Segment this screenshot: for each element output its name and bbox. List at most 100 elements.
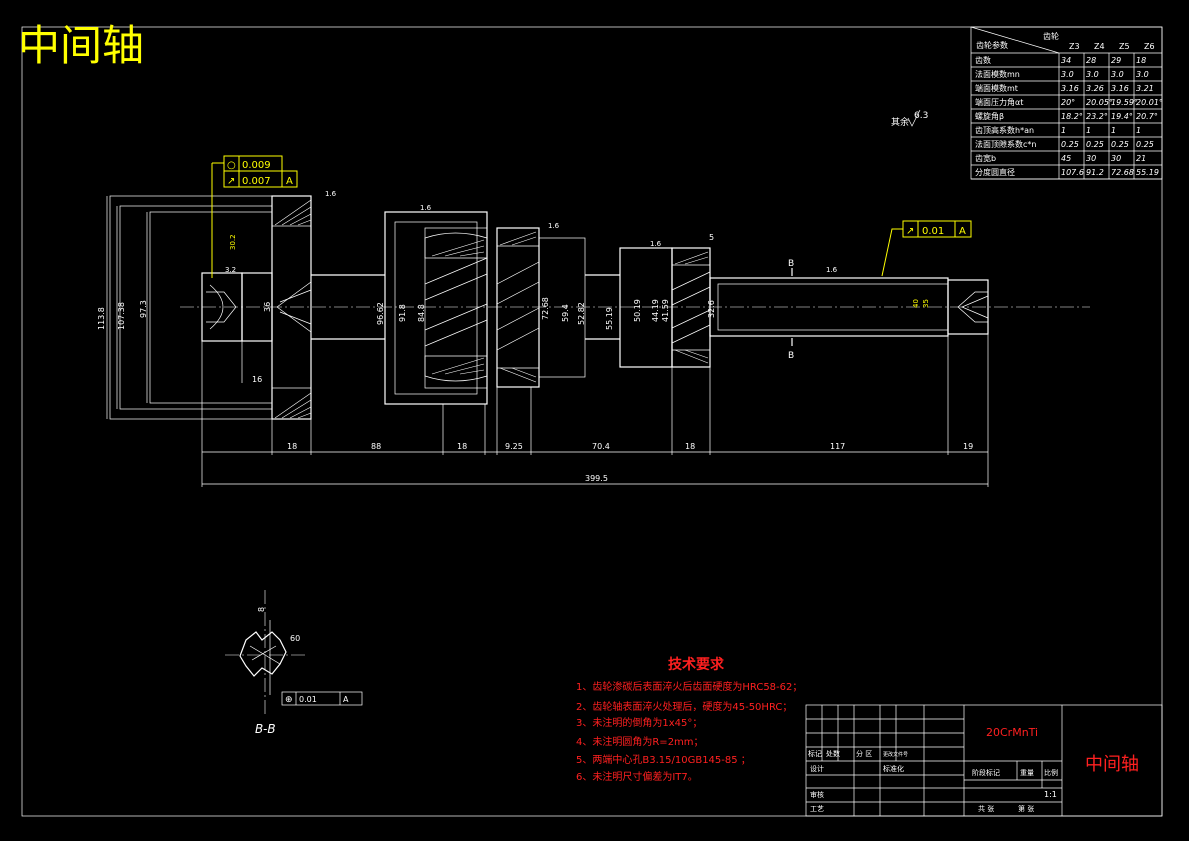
- tb-label-4: 更改文件号: [883, 751, 908, 758]
- table-cell: 20.01°: [1136, 98, 1163, 107]
- table-cell: 20.7°: [1136, 112, 1158, 121]
- tb-label-3: 分 区: [856, 749, 872, 758]
- tol-value-1: 0.009: [242, 160, 271, 171]
- roughness-value: 6.3: [914, 111, 928, 121]
- dim-left-v-1: 30.2: [229, 234, 237, 250]
- dim-len-4: 9.25: [505, 442, 523, 451]
- tol-datum-2: A: [286, 176, 293, 187]
- table-cell: 107.6: [1061, 168, 1084, 177]
- dim-dia-3: 97.3: [139, 300, 148, 318]
- dim-misc-5: 1.6: [826, 266, 838, 274]
- dim-dia-12: 50.19: [633, 299, 642, 322]
- dim-misc-7: 16: [252, 375, 262, 384]
- section-tol-value: 0.01: [299, 695, 317, 704]
- tb-label-5: 设计: [810, 764, 824, 773]
- dim-dia-4: 36: [263, 302, 272, 312]
- table-cell: 72.68: [1111, 168, 1134, 177]
- table-cell: 3.26: [1086, 84, 1104, 93]
- table-cell: 3.0: [1111, 70, 1124, 79]
- tech-req-1: 1、齿轮渗碳后表面淬火后齿面硬度为HRC58-62；: [576, 680, 802, 693]
- table-cell: 3.0: [1086, 70, 1099, 79]
- table-cell: 20.05°: [1086, 98, 1113, 107]
- table-row-label: 分度圆直径: [975, 167, 1015, 177]
- section-tol-datum: A: [343, 695, 349, 704]
- dim-len-3: 18: [457, 442, 467, 451]
- tech-req-3: 3、未注明的倒角为1x45°；: [576, 716, 702, 729]
- tb-scale: 1:1: [1044, 790, 1057, 799]
- tb-label-8: 重量: [1020, 769, 1034, 777]
- table-cell: 18: [1136, 56, 1146, 65]
- shaft-main-view: B B 18 88 18 9.25 70.4 18 117: [97, 190, 1090, 487]
- tb-label-12: 共 张: [978, 804, 994, 813]
- section-dim-2: 60: [290, 634, 300, 643]
- table-cell: 45: [1061, 154, 1071, 163]
- table-cell: 0.25: [1086, 140, 1104, 149]
- dim-dia-8: 72.68: [541, 297, 550, 320]
- tol-value-2: 0.007: [242, 176, 271, 187]
- dim-len-7: 117: [830, 442, 845, 451]
- dim-len-6: 18: [685, 442, 695, 451]
- tb-label-7: 阶段标记: [972, 768, 1000, 777]
- tol-value-3: 0.01: [922, 226, 944, 237]
- table-header-main: 齿轮: [1043, 31, 1059, 41]
- table-row-label: 法面顶隙系数c*n: [975, 139, 1036, 149]
- section-mark-top: B: [788, 259, 794, 269]
- section-label: B-B: [255, 722, 276, 736]
- tech-req-2: 2、齿轮轴表面淬火处理后，硬度为45-50HRC；: [576, 700, 792, 713]
- table-row-label: 端面模数mt: [975, 83, 1018, 93]
- table-cell: 1: [1061, 126, 1066, 135]
- dim-len-5: 70.4: [592, 442, 610, 451]
- tol-datum-3: A: [959, 226, 966, 237]
- table-cell: 0.25: [1061, 140, 1079, 149]
- dim-misc-8: 3.2: [225, 266, 236, 274]
- table-cell: 3.21: [1136, 84, 1154, 93]
- tb-label-2: 处数: [826, 749, 840, 758]
- table-row-label: 端面压力角αt: [975, 97, 1023, 107]
- dim-dia-10: 52.82: [577, 302, 586, 325]
- tb-label-10: 审核: [810, 790, 824, 799]
- dim-dia-13: 44.19: [651, 299, 660, 322]
- table-row-label: 齿宽b: [975, 153, 996, 163]
- col-z4: Z4: [1094, 42, 1105, 51]
- dim-len-1: 18: [287, 442, 297, 451]
- dim-dia-15: 32.6: [707, 300, 716, 318]
- table-cell: 0.25: [1111, 140, 1129, 149]
- table-cell: 21: [1136, 154, 1146, 163]
- dim-dia-1: 113.8: [97, 307, 106, 330]
- table-cell: 19.59°: [1111, 98, 1138, 107]
- tech-req-title: 技术要求: [668, 656, 725, 673]
- table-cell: 28: [1086, 56, 1096, 65]
- tolerance-frame-group-left: ○ 0.009 ↗ 0.007 A: [211, 155, 298, 278]
- table-cell: 1: [1111, 126, 1116, 135]
- tol-symbol-2: ↗: [227, 176, 235, 187]
- dim-len-2: 88: [371, 442, 381, 451]
- title-block: 20CrMnTi 中间轴 标记 处数 分 区 更改文件号 设计 标准化 阶段标记…: [805, 704, 1163, 817]
- roughness-symbol: [907, 109, 921, 127]
- table-cell: 23.2°: [1086, 112, 1108, 121]
- tb-label-13: 第 张: [1018, 804, 1034, 813]
- table-cell: 1: [1136, 126, 1141, 135]
- table-row-label: 螺旋角β: [975, 111, 1004, 121]
- section-mark-bottom: B: [788, 351, 794, 361]
- table-row-label: 齿顶高系数h*an: [975, 125, 1034, 135]
- section-view-bb: 8 60 ⊕ 0.01 A B-B: [225, 590, 363, 736]
- dim-dia-14: 41.59: [661, 299, 670, 322]
- table-cell: 34: [1061, 56, 1071, 65]
- dim-misc-4: 1.6: [650, 240, 662, 248]
- dim-dia-2: 107.38: [117, 302, 126, 330]
- dim-dia-9: 59.4: [561, 304, 570, 322]
- table-cell: 20°: [1061, 98, 1075, 107]
- roughness-label: 其余: [891, 116, 909, 128]
- table-cell: 18.2°: [1061, 112, 1083, 121]
- table-header-sub: 齿轮参数: [976, 40, 1008, 50]
- table-cell: 29: [1111, 56, 1121, 65]
- table-cell: 3.0: [1136, 70, 1149, 79]
- table-cell: 3.16: [1061, 84, 1079, 93]
- dim-total: 399.5: [585, 474, 608, 483]
- table-row-label: 齿数: [975, 55, 991, 65]
- table-cell: 19.4°: [1111, 112, 1133, 121]
- table-row-label: 法面模数mn: [975, 69, 1020, 79]
- material-label: 20CrMnTi: [986, 726, 1038, 739]
- tech-req-6: 6、未注明尺寸偏差为IT7。: [576, 770, 698, 783]
- dim-misc-3: 1.6: [548, 222, 560, 230]
